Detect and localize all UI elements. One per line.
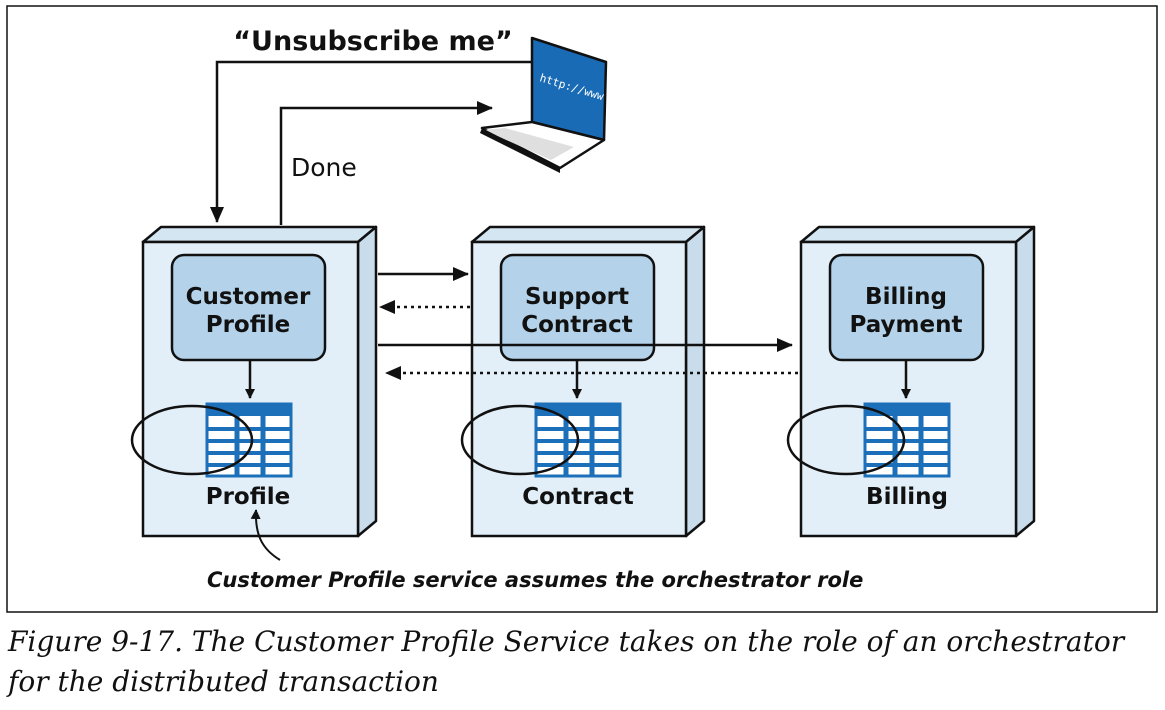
- done-arrow: [279, 101, 493, 225]
- profile-ellipse: [130, 404, 254, 476]
- figure-frame: [6, 5, 1158, 613]
- billing-table-icon: [865, 404, 949, 476]
- customer-profile-module: Customer Profile: [170, 253, 327, 362]
- profile-db-label: Profile: [206, 484, 291, 510]
- support-contract-name-line1: Support: [525, 284, 629, 310]
- figure-caption: Figure 9-17. The Customer Profile Servic…: [8, 625, 1125, 698]
- contract-ellipse: [460, 404, 580, 476]
- annotation-pointer: [250, 509, 281, 561]
- billing-payment-module: Billing Payment: [828, 253, 985, 362]
- billing-ellipse: [786, 404, 906, 476]
- done-label: Done: [291, 153, 357, 182]
- billing-payment-name-line1: Billing: [865, 284, 947, 310]
- orchestrator-annotation: Customer Profile service assumes the orc…: [207, 568, 863, 592]
- unsubscribe-arrow: [210, 60, 532, 223]
- unsubscribe-label: “Unsubscribe me”: [233, 26, 512, 57]
- support-contract-module: Support Contract: [499, 253, 656, 362]
- customer-profile-name-line1: Customer: [186, 284, 311, 310]
- contract-db-label: Contract: [522, 484, 634, 510]
- profile-table-icon: [207, 404, 291, 476]
- customer-profile-name-line2: Profile: [206, 312, 291, 338]
- billing-payment-name-line2: Payment: [850, 312, 963, 338]
- support-contract-name-line2: Contract: [521, 312, 633, 338]
- billing-db-label: Billing: [866, 484, 948, 510]
- laptop-icon: http://www: [480, 36, 608, 173]
